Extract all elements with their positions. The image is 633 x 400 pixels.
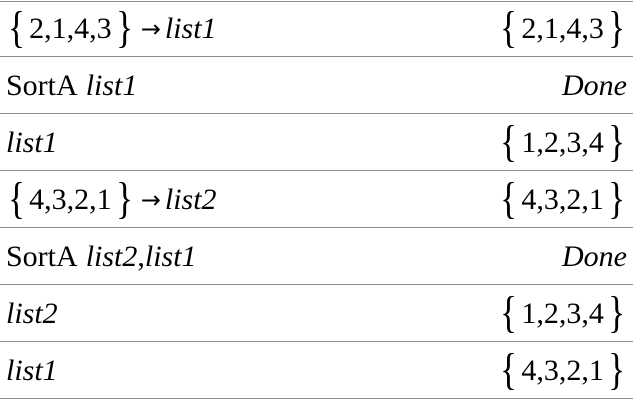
open-brace: { xyxy=(500,173,518,223)
history-entry[interactable]: SortA list2,list1 Done xyxy=(0,229,633,285)
command-name: SortA xyxy=(6,239,78,273)
list-items: 4,3,2,1 xyxy=(521,182,604,216)
list-items: 2,1,4,3 xyxy=(29,12,112,45)
command-name: SortA xyxy=(6,68,78,102)
variable-name: list1 xyxy=(164,12,217,45)
close-brace: } xyxy=(607,287,625,337)
open-brace: { xyxy=(500,116,518,166)
close-brace: } xyxy=(607,116,625,166)
list-items: 2,1,4,3 xyxy=(521,12,604,45)
store-arrow-icon: → xyxy=(140,15,161,43)
history-input[interactable]: list1 xyxy=(6,353,58,387)
open-brace: { xyxy=(8,173,26,223)
history-output[interactable]: Done xyxy=(562,68,627,102)
history-input[interactable]: list1 xyxy=(6,125,58,159)
history-entry[interactable]: { 2,1,4,3 } → list1 { 2,1,4,3 } xyxy=(0,1,633,57)
result-text: Done xyxy=(562,239,627,273)
open-brace: { xyxy=(500,287,518,337)
list-result: { 2,1,4,3 } xyxy=(498,3,627,52)
history-input[interactable]: SortA list1 xyxy=(6,68,138,102)
history-input[interactable]: list2 xyxy=(6,296,58,330)
history-entry[interactable]: { 4,3,2,1 } → list2 { 4,3,2,1 } xyxy=(0,172,633,228)
command-arg: list1 xyxy=(85,68,138,102)
history-entry[interactable]: SortA list1 Done xyxy=(0,58,633,114)
history-output[interactable]: { 4,3,2,1 } xyxy=(498,173,627,223)
store-arrow-icon: → xyxy=(140,185,161,214)
list-items: 4,3,2,1 xyxy=(29,182,112,216)
list-literal: { 4,3,2,1 } xyxy=(6,173,135,223)
variable-name: list1 xyxy=(6,353,58,387)
variable-name: list1 xyxy=(6,125,58,159)
history-entry[interactable]: list1 { 4,3,2,1 } xyxy=(0,343,633,399)
list-result: { 1,2,3,4 } xyxy=(498,287,627,337)
history-input[interactable]: { 2,1,4,3 } → list1 xyxy=(6,3,217,52)
close-brace: } xyxy=(607,173,625,223)
list-items: 1,2,3,4 xyxy=(521,125,604,159)
result-text: Done xyxy=(562,68,627,102)
close-brace: } xyxy=(115,173,133,223)
list-result: { 1,2,3,4 } xyxy=(498,116,627,166)
history-entry[interactable]: list1 { 1,2,3,4 } xyxy=(0,115,633,171)
history-output[interactable]: { 1,2,3,4 } xyxy=(498,116,627,166)
open-brace: { xyxy=(8,3,26,52)
history-input[interactable]: SortA list2,list1 xyxy=(6,239,197,273)
arg-separator: , xyxy=(137,239,145,273)
close-brace: } xyxy=(115,3,133,52)
history-input[interactable]: { 4,3,2,1 } → list2 xyxy=(6,173,217,223)
command-arg: list1 xyxy=(144,239,197,273)
open-brace: { xyxy=(500,3,518,52)
history-output[interactable]: { 4,3,2,1 } xyxy=(498,344,627,394)
command-arg: list2 xyxy=(85,239,138,273)
list-result: { 4,3,2,1 } xyxy=(498,344,627,394)
variable-name: list2 xyxy=(6,296,58,330)
open-brace: { xyxy=(500,344,518,394)
list-result: { 4,3,2,1 } xyxy=(498,173,627,223)
list-items: 4,3,2,1 xyxy=(521,353,604,387)
list-literal: { 2,1,4,3 } xyxy=(6,3,135,52)
close-brace: } xyxy=(607,3,625,52)
history-output[interactable]: Done xyxy=(562,239,627,273)
history-output[interactable]: { 2,1,4,3 } xyxy=(498,3,627,52)
list-items: 1,2,3,4 xyxy=(521,296,604,330)
history-output[interactable]: { 1,2,3,4 } xyxy=(498,287,627,337)
variable-name: list2 xyxy=(164,182,217,216)
close-brace: } xyxy=(607,344,625,394)
history-entry[interactable]: list2 { 1,2,3,4 } xyxy=(0,286,633,342)
